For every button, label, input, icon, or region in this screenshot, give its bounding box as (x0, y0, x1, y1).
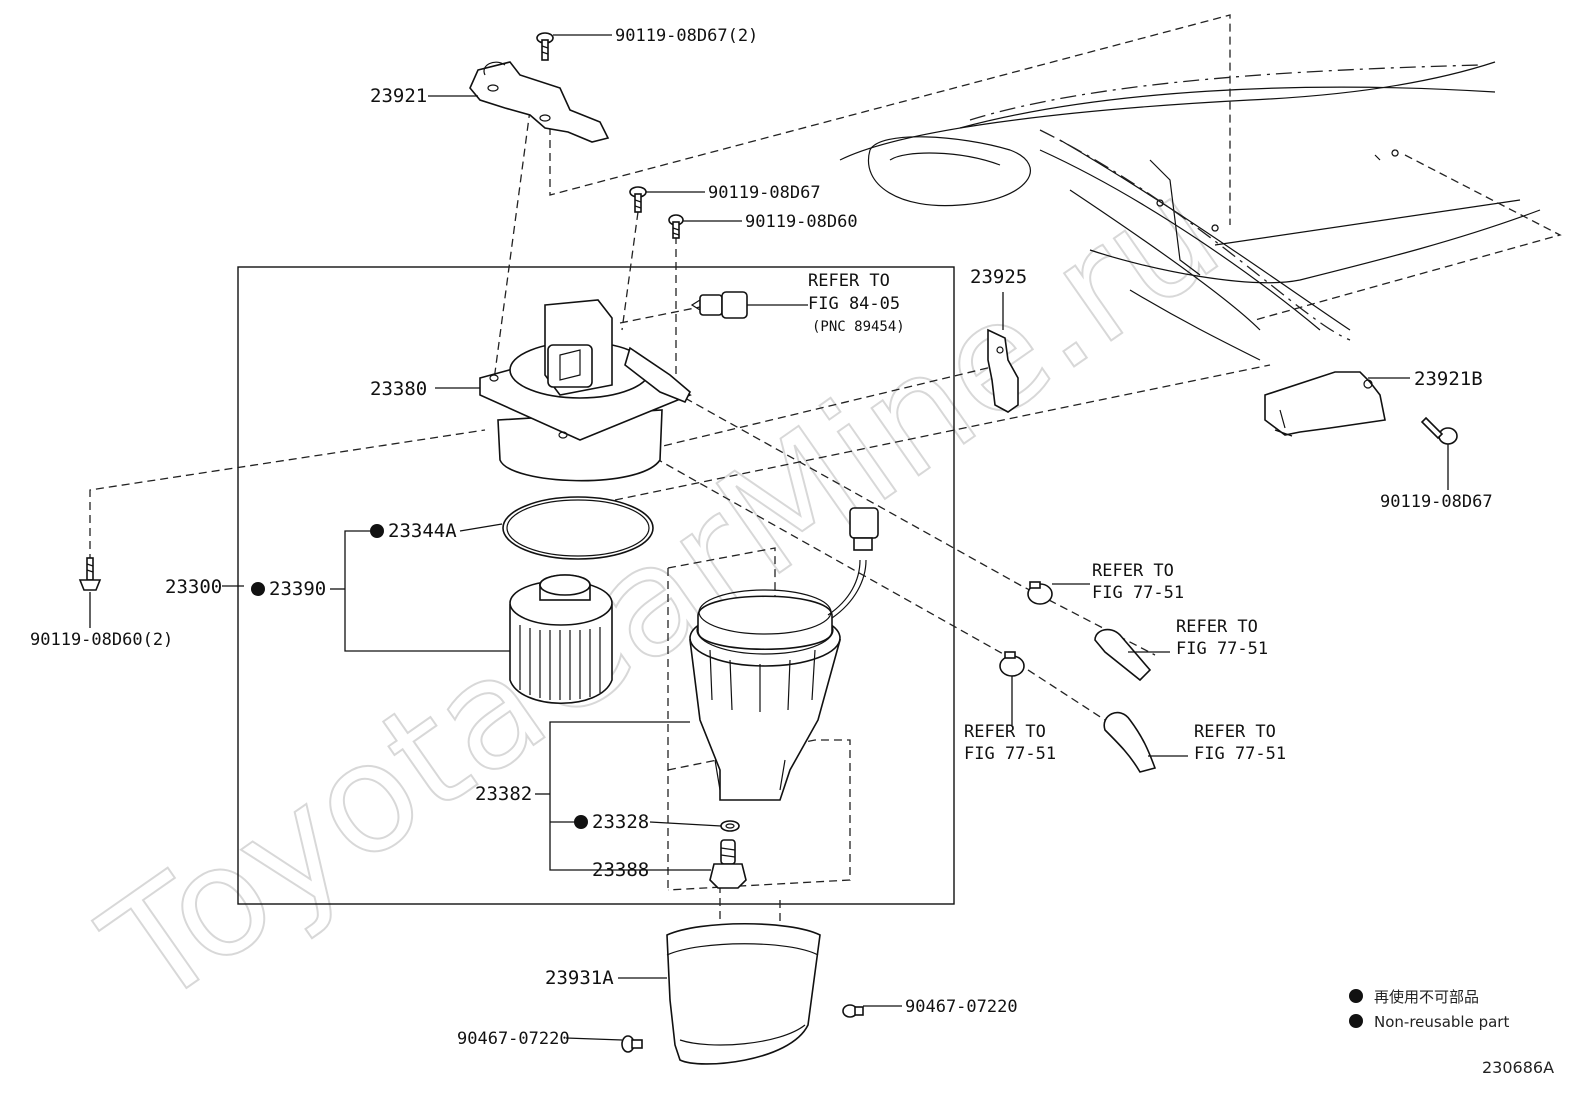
label-90467-07220-left: 90467-07220 (457, 1029, 570, 1049)
legend-dot-jp (1349, 989, 1363, 1003)
label-90119-08D60-2: 90119-08D60(2) (30, 630, 173, 650)
label-23931A: 23931A (545, 967, 614, 989)
ref-sensor-line3: (PNC 89454) (812, 319, 905, 335)
vehicle-frame (839, 61, 1541, 361)
o-ring-23344A[interactable] (502, 496, 654, 560)
bolt-90119-08D67-right[interactable] (1420, 416, 1458, 445)
legend: 再使用不可部品 Non-reusable part (1349, 988, 1509, 1031)
protector-23931A[interactable] (666, 923, 821, 1065)
non-reusable-dot-23328 (574, 815, 588, 829)
hose-lower[interactable] (1103, 711, 1157, 773)
non-reusable-dot-23344A (370, 524, 384, 538)
bolt-90119-08D67-mid[interactable] (629, 186, 647, 213)
label-90119-08D67-right: 90119-08D67 (1380, 492, 1493, 512)
legend-text-jp: 再使用不可部品 (1374, 988, 1479, 1006)
bolt-90119-08D67-top[interactable] (536, 32, 554, 61)
bracket-23925[interactable] (987, 328, 1019, 413)
ref-c-line1: REFER TO (964, 722, 1046, 742)
label-23388: 23388 (592, 859, 649, 881)
watermark: ToyotaCarMine.ru (75, 145, 1249, 1040)
bolt-90119-08D60-mid[interactable] (668, 214, 684, 239)
label-23390: 23390 (269, 578, 326, 600)
filter-bowl-23382[interactable] (689, 589, 842, 801)
ref-d-line2: FIG 77-51 (1194, 744, 1286, 764)
ref-sensor-line2: FIG 84-05 (808, 294, 900, 314)
label-23925: 23925 (970, 266, 1027, 288)
label-90119-08D67-mid: 90119-08D67 (708, 183, 821, 203)
drain-plug-23388[interactable] (709, 839, 747, 889)
bracket-23921B[interactable] (1264, 371, 1386, 437)
ref-d-line1: REFER TO (1194, 722, 1276, 742)
ref-sensor-line1: REFER TO (808, 271, 890, 291)
legend-text-en: Non-reusable part (1374, 1013, 1509, 1031)
filter-element-23390[interactable] (509, 574, 613, 704)
sensor-pnc-89454[interactable] (690, 291, 748, 319)
hose-clamp-lower[interactable] (999, 651, 1025, 677)
figure-code: 230686A (1482, 1058, 1554, 1077)
screw-90467-07220-left[interactable] (621, 1035, 643, 1053)
hose-clamp-upper[interactable] (1027, 581, 1053, 605)
bolt-90119-08D60-left[interactable] (78, 557, 102, 591)
ref-a-line1: REFER TO (1092, 561, 1174, 581)
label-90119-08D67-2: 90119-08D67(2) (615, 26, 758, 46)
bowl-wire-connector[interactable] (827, 507, 879, 619)
legend-dot-en (1349, 1014, 1363, 1028)
filter-head-23380[interactable] (479, 299, 692, 482)
label-90467-07220-right: 90467-07220 (905, 997, 1018, 1017)
label-23380: 23380 (370, 378, 427, 400)
label-23921: 23921 (370, 85, 427, 107)
bracket-23921[interactable] (469, 61, 610, 143)
label-23382: 23382 (475, 783, 532, 805)
washer-23328[interactable] (720, 820, 740, 832)
label-23921B: 23921B (1414, 368, 1483, 390)
label-23344A: 23344A (388, 520, 457, 542)
ref-b-line1: REFER TO (1176, 617, 1258, 637)
screw-90467-07220-right[interactable] (842, 1004, 864, 1018)
non-reusable-dot-23390 (251, 582, 265, 596)
ref-b-line2: FIG 77-51 (1176, 639, 1268, 659)
label-90119-08D60-mid: 90119-08D60 (745, 212, 858, 232)
label-23328: 23328 (592, 811, 649, 833)
leader-lines (89, 34, 1449, 1041)
ref-c-line2: FIG 77-51 (964, 744, 1056, 764)
hose-upper[interactable] (1094, 628, 1152, 682)
label-23300: 23300 (165, 576, 222, 598)
ref-a-line2: FIG 77-51 (1092, 583, 1184, 603)
